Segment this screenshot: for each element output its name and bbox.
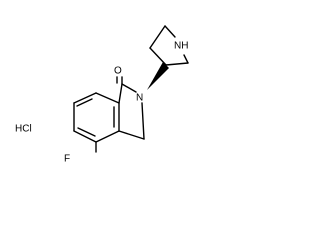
chemical-structure: O N NH F HCl [15, 25, 189, 165]
bond-pyr-c3-c4 [149, 47, 167, 66]
fluorine-label: F [64, 154, 70, 165]
salt-label: HCl [15, 124, 32, 135]
bond-c1-n2 [121, 83, 137, 93]
bond-n2-c3 [141, 102, 145, 140]
bond-c6-c7-inner [77, 127, 96, 137]
bond-pyr-c2-c3 [165, 62, 189, 66]
bond-c3-c7a [118, 130, 145, 140]
atom-labels: O N NH F HCl [15, 41, 188, 165]
bond-c6-c7 [73, 130, 97, 143]
bond-pyr-c5-n1 [164, 25, 176, 38]
wedge-bond-n2-pyrrolidine [147, 62, 169, 90]
nitrogen-ring-label: NH [174, 41, 188, 52]
bond-pyr-c4-c5 [149, 25, 166, 49]
bond-c3a-c1 [118, 83, 123, 104]
bonds [73, 25, 189, 153]
bond-pyr-n1-c2 [183, 54, 189, 64]
bond-c7-c7a [95, 130, 120, 143]
bond-c3a-c4 [95, 92, 120, 104]
nitrogen-lactam-label: N [136, 93, 143, 104]
bond-c4-c5-inner [76, 98, 93, 107]
bond-c4-c5 [73, 92, 97, 104]
oxygen-label: O [114, 66, 122, 77]
